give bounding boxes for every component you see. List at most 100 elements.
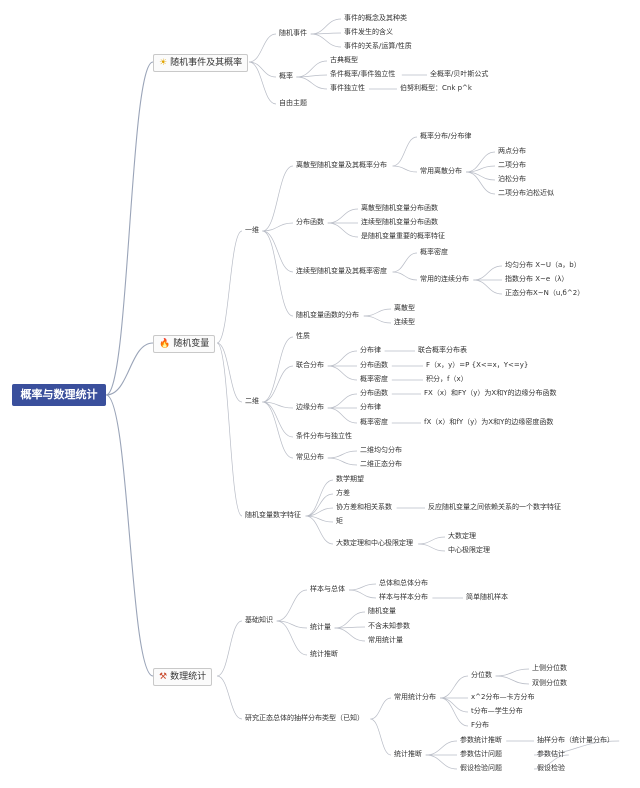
node-label[interactable]: 双侧分位数: [532, 679, 567, 687]
node-label[interactable]: 大数定理和中心极限定理: [336, 539, 413, 547]
node-label[interactable]: 分布函数: [296, 218, 324, 226]
node-label[interactable]: 矩: [336, 517, 343, 525]
node-label[interactable]: 不含未知参数: [368, 622, 410, 630]
node-label[interactable]: 两点分布: [498, 147, 526, 155]
node-label[interactable]: 常见分布: [296, 453, 324, 461]
node-label[interactable]: 离散型随机变量及其概率分布: [296, 161, 387, 169]
node-label[interactable]: 自由主题: [279, 99, 307, 107]
branch-connector: [305, 515, 334, 545]
topic-statistics[interactable]: ⚒数理统计: [153, 668, 213, 686]
node-label[interactable]: 事件发生的含义: [344, 28, 393, 36]
node-label[interactable]: F（x，y）=P {X<=x，Y<=y}: [426, 361, 529, 369]
node-label[interactable]: 概率密度: [360, 375, 388, 383]
node-label[interactable]: 总体和总体分布: [379, 579, 428, 587]
node-label[interactable]: 协方差和相关系数: [336, 503, 392, 511]
node-label[interactable]: 边缘分布: [296, 403, 324, 411]
node-label[interactable]: 二维正态分布: [360, 460, 402, 468]
node-label[interactable]: 连续型: [394, 318, 415, 326]
branch-connector: [392, 136, 418, 167]
node-label[interactable]: 二维: [245, 397, 259, 405]
node-label[interactable]: 中心极限定理: [448, 546, 490, 554]
node-label[interactable]: 性质: [296, 332, 310, 340]
node-label[interactable]: 方差: [336, 489, 350, 497]
branch-connector: [363, 315, 392, 324]
node-label[interactable]: 数学期望: [336, 475, 364, 483]
topic-random-variables[interactable]: 🔥随机变量: [153, 335, 216, 353]
node-label[interactable]: 样本与样本分布: [379, 593, 428, 601]
node-label[interactable]: 假设检验: [537, 764, 565, 772]
node-label[interactable]: fX（x）和fY（y）为X和Y的边缘密度函数: [424, 418, 554, 426]
node-label[interactable]: t分布—学生分布: [471, 707, 523, 715]
node-label[interactable]: 联合分布: [296, 361, 324, 369]
node-label[interactable]: 离散型: [394, 304, 415, 312]
node-label[interactable]: 事件独立性: [330, 84, 365, 92]
node-label[interactable]: 一维: [245, 226, 259, 234]
node-label[interactable]: 常用的连续分布: [420, 275, 469, 283]
node-label[interactable]: 正态分布X~N（u,б^2）: [505, 289, 585, 297]
node-label[interactable]: 上侧分位数: [532, 664, 567, 672]
branch-connector: [216, 342, 243, 517]
node-label[interactable]: 泊松分布: [498, 175, 526, 183]
node-label[interactable]: 事件的概念及其种类: [344, 14, 407, 22]
node-label[interactable]: 统计推断: [394, 750, 422, 758]
node-label[interactable]: 参数统计推断: [460, 736, 502, 744]
node-label[interactable]: 统计量: [310, 623, 331, 631]
node-label[interactable]: 分布律: [360, 403, 381, 411]
node-label[interactable]: 参数估计问题: [460, 750, 502, 758]
node-label[interactable]: 概率分布/分布律: [420, 132, 472, 140]
node-label[interactable]: 联合概率分布表: [418, 346, 467, 354]
node-label[interactable]: 常用统计分布: [394, 693, 436, 701]
node-label[interactable]: 概率密度: [360, 418, 388, 426]
node-label[interactable]: 反应随机变量之间依赖关系的一个数字特征: [428, 503, 561, 511]
node-label[interactable]: 全概率/贝叶斯公式: [430, 70, 489, 78]
node-label[interactable]: 统计推断: [310, 650, 338, 658]
node-label[interactable]: 常用统计量: [368, 636, 403, 644]
node-label[interactable]: 概率: [279, 72, 293, 80]
node-label[interactable]: 大数定理: [448, 532, 476, 540]
node-label[interactable]: 随机变量数字特征: [245, 511, 301, 519]
node-label[interactable]: 伯努利概型：Cnk p^k: [400, 84, 472, 92]
node-label[interactable]: 指数分布 X~e（λ）: [505, 275, 569, 283]
node-label[interactable]: 研究正态总体的抽样分布类型（已知）: [245, 714, 364, 722]
branch-connector: [370, 697, 392, 720]
node-label[interactable]: F分布: [471, 721, 490, 729]
node-label[interactable]: 二项分布: [498, 161, 526, 169]
node-label[interactable]: 参数估计: [537, 750, 565, 758]
node-label[interactable]: 二项分布泊松近似: [498, 189, 554, 197]
node-label[interactable]: 抽样分布（统计量分布）: [537, 736, 614, 744]
node-label[interactable]: 二维均匀分布: [360, 446, 402, 454]
branch-connector: [425, 754, 458, 770]
node-label[interactable]: 基础知识: [245, 616, 273, 624]
node-label[interactable]: 分位数: [471, 671, 492, 679]
node-label[interactable]: 随机事件: [279, 29, 307, 37]
node-label[interactable]: 事件的关系/运算/性质: [344, 42, 412, 50]
root-topic[interactable]: 概率与数理统计: [12, 384, 106, 406]
node-label[interactable]: FX（x）和FY（y）为X和Y的边缘分布函数: [424, 389, 557, 397]
node-label[interactable]: 均匀分布 X~U（a，b）: [505, 261, 581, 269]
branch-connector: [348, 583, 377, 591]
node-label[interactable]: 随机变量函数的分布: [296, 311, 359, 319]
node-label[interactable]: 连续型随机变量及其概率密度: [296, 267, 387, 275]
node-label[interactable]: 条件分布与独立性: [296, 432, 352, 440]
root-to-topic-connector: [105, 61, 154, 396]
node-label[interactable]: 条件概率/事件独立性: [330, 70, 396, 78]
node-label[interactable]: 假设检验问题: [460, 764, 502, 772]
node-label[interactable]: 分布函数: [360, 389, 388, 397]
node-label[interactable]: 分布律: [360, 346, 381, 354]
node-label[interactable]: 样本与总体: [310, 585, 345, 593]
node-label[interactable]: 离散型随机变量分布函数: [361, 204, 438, 212]
node-label[interactable]: 简单随机样本: [466, 593, 508, 601]
branch-connector: [473, 265, 503, 281]
node-label[interactable]: 随机变量: [368, 607, 396, 615]
node-label[interactable]: 常用离散分布: [420, 167, 462, 175]
node-label[interactable]: 积分，f（x）: [426, 375, 468, 383]
node-label[interactable]: 概率密度: [420, 248, 448, 256]
branch-connector: [466, 151, 496, 173]
node-label[interactable]: x^2分布—卡方分布: [471, 693, 535, 701]
topic-random-events[interactable]: ☀随机事件及其概率: [153, 54, 249, 72]
node-label[interactable]: 古典概型: [330, 56, 358, 64]
node-label[interactable]: 连续型随机变量分布函数: [361, 218, 438, 226]
node-label[interactable]: 是随机变量重要的概率特征: [361, 232, 445, 240]
branch-connector: [276, 620, 308, 656]
node-label[interactable]: 分布函数: [360, 361, 388, 369]
